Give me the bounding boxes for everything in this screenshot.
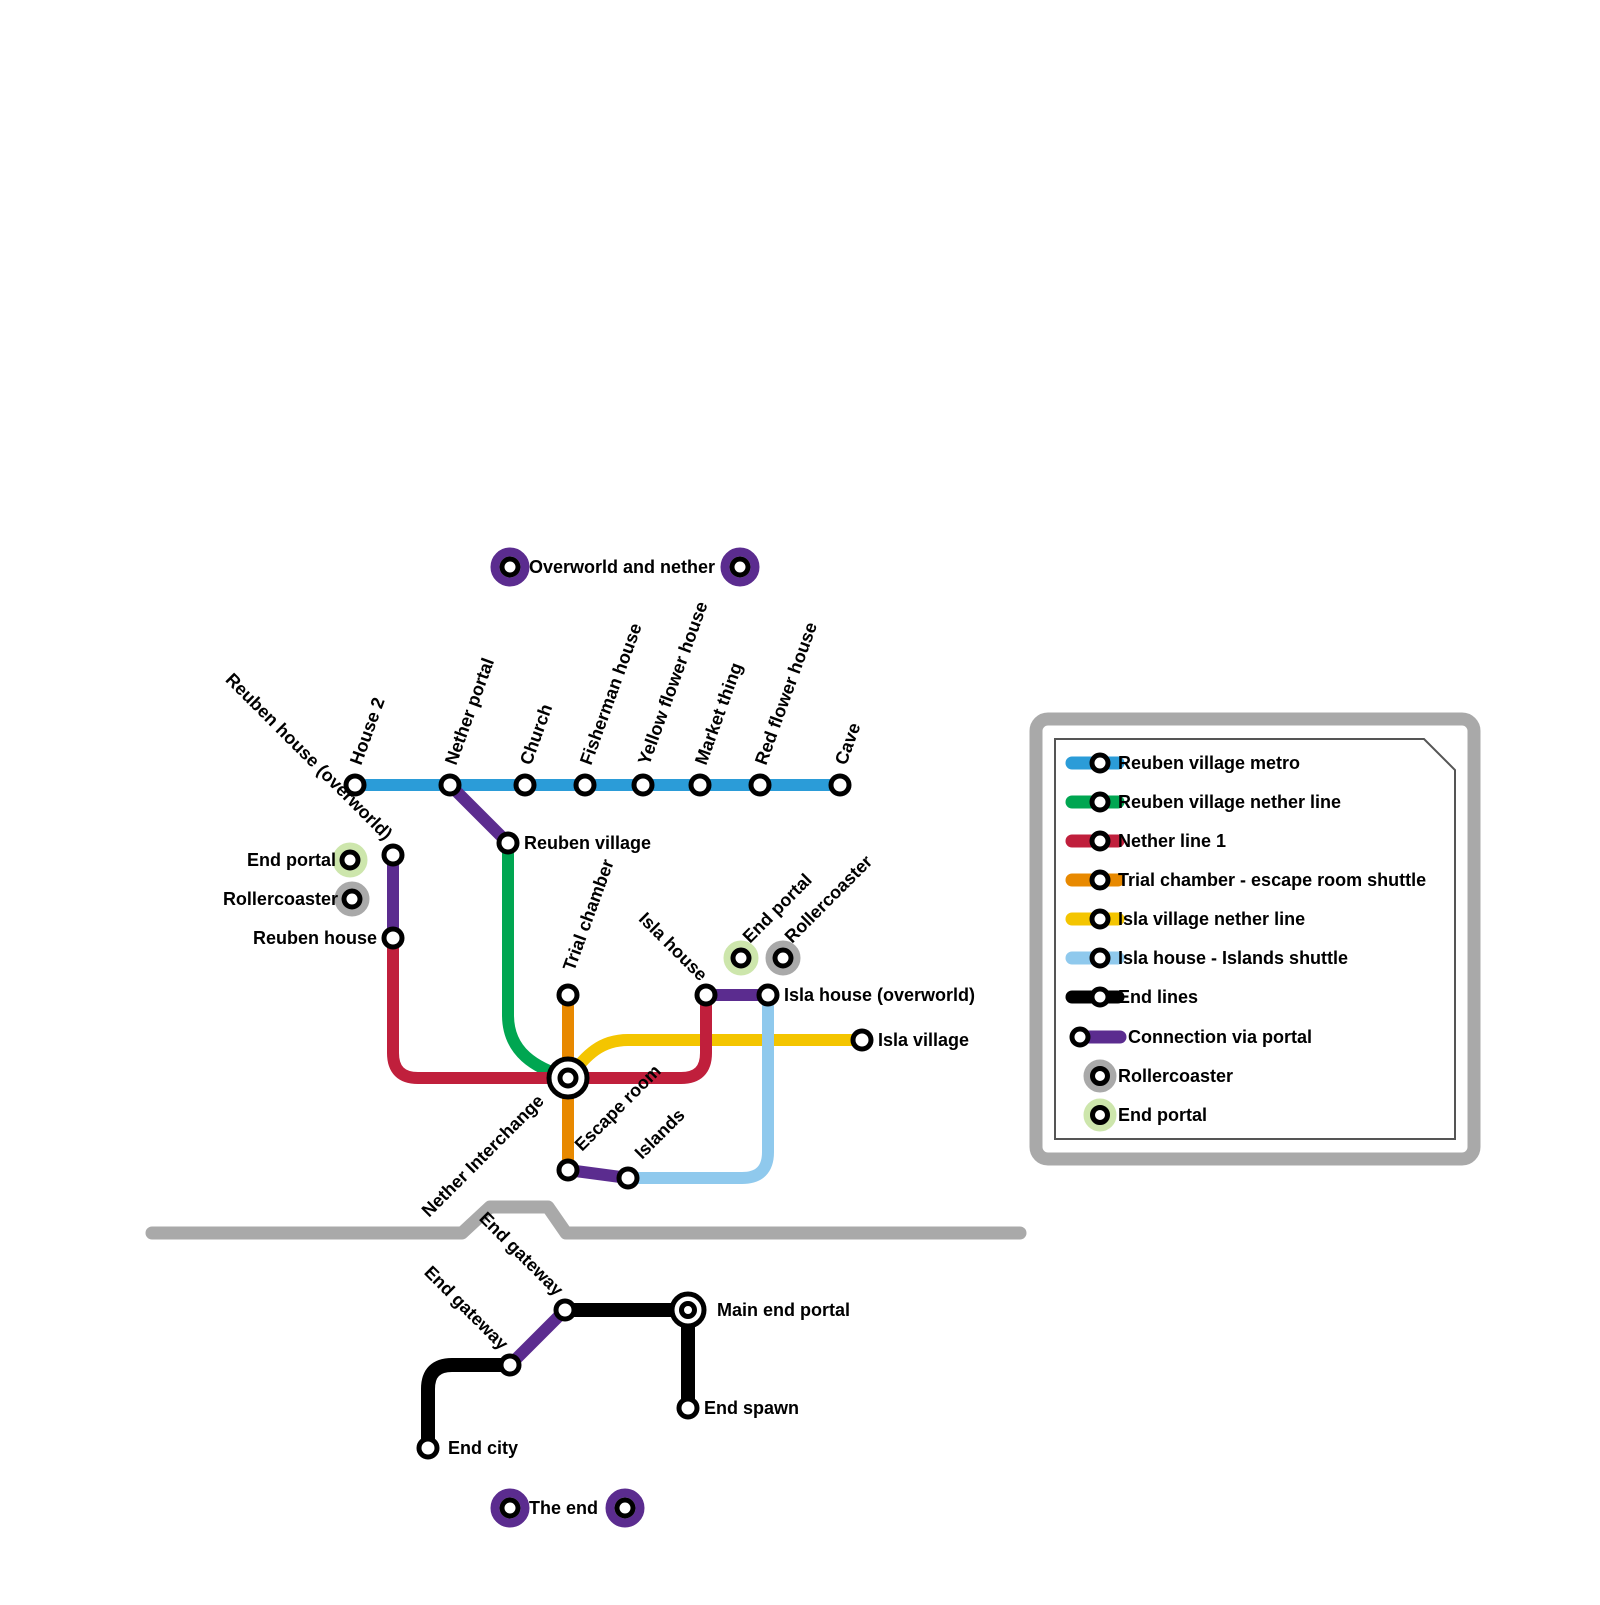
station-label-main-end-portal: Main end portal bbox=[717, 1300, 850, 1320]
legend-station-icon bbox=[1069, 1026, 1091, 1048]
station-nether-interchange bbox=[546, 1056, 590, 1100]
portal-ring-marker-the-end-left-icon bbox=[490, 1488, 530, 1528]
station-label-church: Church bbox=[516, 701, 556, 767]
station-islands bbox=[616, 1166, 640, 1190]
station-label-end-portal-left: End portal bbox=[247, 850, 336, 870]
legend-station-icon bbox=[1089, 791, 1111, 813]
station-reuben-village bbox=[496, 831, 520, 855]
station-end-city bbox=[416, 1436, 440, 1460]
legend-item-nether-line-1: Nether line 1 bbox=[1065, 830, 1226, 852]
station-reuben-house bbox=[381, 926, 405, 950]
station-end-gateway-lower bbox=[498, 1353, 522, 1377]
station-label-isla-village: Isla village bbox=[878, 1030, 969, 1050]
legend-item-trial-chamber-escape-room-shuttle: Trial chamber - escape room shuttle bbox=[1065, 869, 1426, 891]
legend-item-label: Rollercoaster bbox=[1118, 1066, 1233, 1086]
end-line-gateway-to-end-city bbox=[421, 1358, 517, 1455]
station-label-fisherman-house: Fisherman house bbox=[576, 620, 646, 767]
station-label-end-city: End city bbox=[448, 1438, 518, 1458]
portal-ring-marker-overworld-right-icon bbox=[720, 547, 760, 587]
station-isla-village bbox=[850, 1028, 874, 1052]
legend-station-icon bbox=[1090, 1105, 1110, 1125]
legend-station-icon bbox=[1089, 908, 1111, 930]
station-label-nether-portal: Nether portal bbox=[441, 655, 498, 767]
legend-item-reuben-village-metro: Reuben village metro bbox=[1065, 752, 1300, 774]
station-escape-room bbox=[556, 1158, 580, 1182]
station-end-spawn bbox=[676, 1396, 700, 1420]
station-nether-portal bbox=[438, 773, 462, 797]
end-portal-ring-marker-right-icon bbox=[723, 940, 759, 976]
rollercoaster-ring-marker-right-icon bbox=[765, 940, 801, 976]
station-label-market-thing: Market thing bbox=[691, 660, 746, 767]
legend-item-label: Trial chamber - escape room shuttle bbox=[1118, 870, 1426, 890]
reuben-village-nether-line bbox=[502, 837, 574, 1084]
legend-item-label: End portal bbox=[1118, 1105, 1207, 1125]
legend-panel: Reuben village metro Reuben village neth… bbox=[1029, 712, 1481, 1166]
station-label-reuben-house: Reuben house bbox=[253, 928, 377, 948]
legend-station-icon bbox=[1089, 830, 1111, 852]
legend-item-label: Isla house - Islands shuttle bbox=[1118, 948, 1348, 968]
map-stations bbox=[332, 547, 874, 1528]
station-label-house-2: House 2 bbox=[346, 695, 389, 768]
marker-label-overworld-and-nether: Overworld and nether bbox=[529, 557, 715, 577]
station-main-end-portal bbox=[669, 1291, 707, 1329]
legend-item-connection-via-portal: Connection via portal bbox=[1069, 1026, 1312, 1048]
isla-house-islands-shuttle-line bbox=[622, 989, 774, 1184]
station-church bbox=[513, 773, 537, 797]
station-label-islands: Islands bbox=[631, 1105, 689, 1163]
legend-item-label: Isla village nether line bbox=[1118, 909, 1305, 929]
legend-item-isla-village-nether-line: Isla village nether line bbox=[1065, 908, 1305, 930]
station-fisherman-house bbox=[573, 773, 597, 797]
station-isla-house-overworld bbox=[756, 983, 780, 1007]
station-market-thing bbox=[688, 773, 712, 797]
legend-item-label: Connection via portal bbox=[1128, 1027, 1312, 1047]
station-end-gateway-upper bbox=[553, 1298, 577, 1322]
station-trial-chamber bbox=[556, 983, 580, 1007]
station-label-end-gateway-lower: End gateway bbox=[420, 1262, 512, 1354]
station-label-rollercoaster-left: Rollercoaster bbox=[223, 889, 338, 909]
legend-item-reuben-village-nether-line: Reuben village nether line bbox=[1065, 791, 1341, 813]
legend-item-label: Reuben village metro bbox=[1118, 753, 1300, 773]
portal-ring-marker-the-end-right-icon bbox=[605, 1488, 645, 1528]
station-red-flower-house bbox=[748, 773, 772, 797]
legend-station-icon bbox=[1089, 752, 1111, 774]
station-label-cave: Cave bbox=[831, 720, 865, 767]
station-label-trial-chamber: Trial chamber bbox=[559, 857, 618, 974]
legend-item-end-lines: End lines bbox=[1065, 986, 1198, 1008]
station-label-red-flower-house: Red flower house bbox=[751, 620, 821, 768]
portal-ring-marker-overworld-left-icon bbox=[490, 547, 530, 587]
rollercoaster-ring-marker-left-icon bbox=[334, 881, 370, 917]
end-portal-ring-marker-left-icon bbox=[332, 842, 368, 878]
legend-station-icon bbox=[1089, 986, 1111, 1008]
portal-connection-end-gateways bbox=[504, 1304, 571, 1371]
legend-item-label: Reuben village nether line bbox=[1118, 792, 1341, 812]
station-label-isla-house: Isla house bbox=[635, 908, 711, 984]
station-label-reuben-village: Reuben village bbox=[524, 833, 651, 853]
station-yellow-flower-house bbox=[631, 773, 655, 797]
legend-station-icon bbox=[1089, 869, 1111, 891]
legend-item-rollercoaster: Rollercoaster bbox=[1083, 1059, 1233, 1093]
station-label-isla-house-overworld: Isla house (overworld) bbox=[784, 985, 975, 1005]
legend-item-isla-house-islands-shuttle: Isla house - Islands shuttle bbox=[1065, 947, 1348, 969]
map-lines bbox=[145, 779, 1027, 1455]
station-isla-house bbox=[694, 983, 718, 1007]
legend-item-label: Nether line 1 bbox=[1118, 831, 1226, 851]
dimension-boundary-line bbox=[145, 1200, 1027, 1240]
station-reuben-house-overworld bbox=[381, 843, 405, 867]
nether-line-1 bbox=[387, 932, 712, 1084]
station-cave bbox=[828, 773, 852, 797]
legend-item-end-portal: End portal bbox=[1083, 1098, 1207, 1132]
station-label-end-spawn: End spawn bbox=[704, 1398, 799, 1418]
legend-item-label: End lines bbox=[1118, 987, 1198, 1007]
legend-station-icon bbox=[1090, 1066, 1110, 1086]
marker-label-the-end: The end bbox=[529, 1498, 598, 1518]
legend-inner-frame bbox=[1054, 738, 1456, 1140]
legend-station-icon bbox=[1089, 947, 1111, 969]
portal-connection-nether-portal-reuben-village bbox=[444, 779, 514, 849]
station-house-2 bbox=[343, 773, 367, 797]
